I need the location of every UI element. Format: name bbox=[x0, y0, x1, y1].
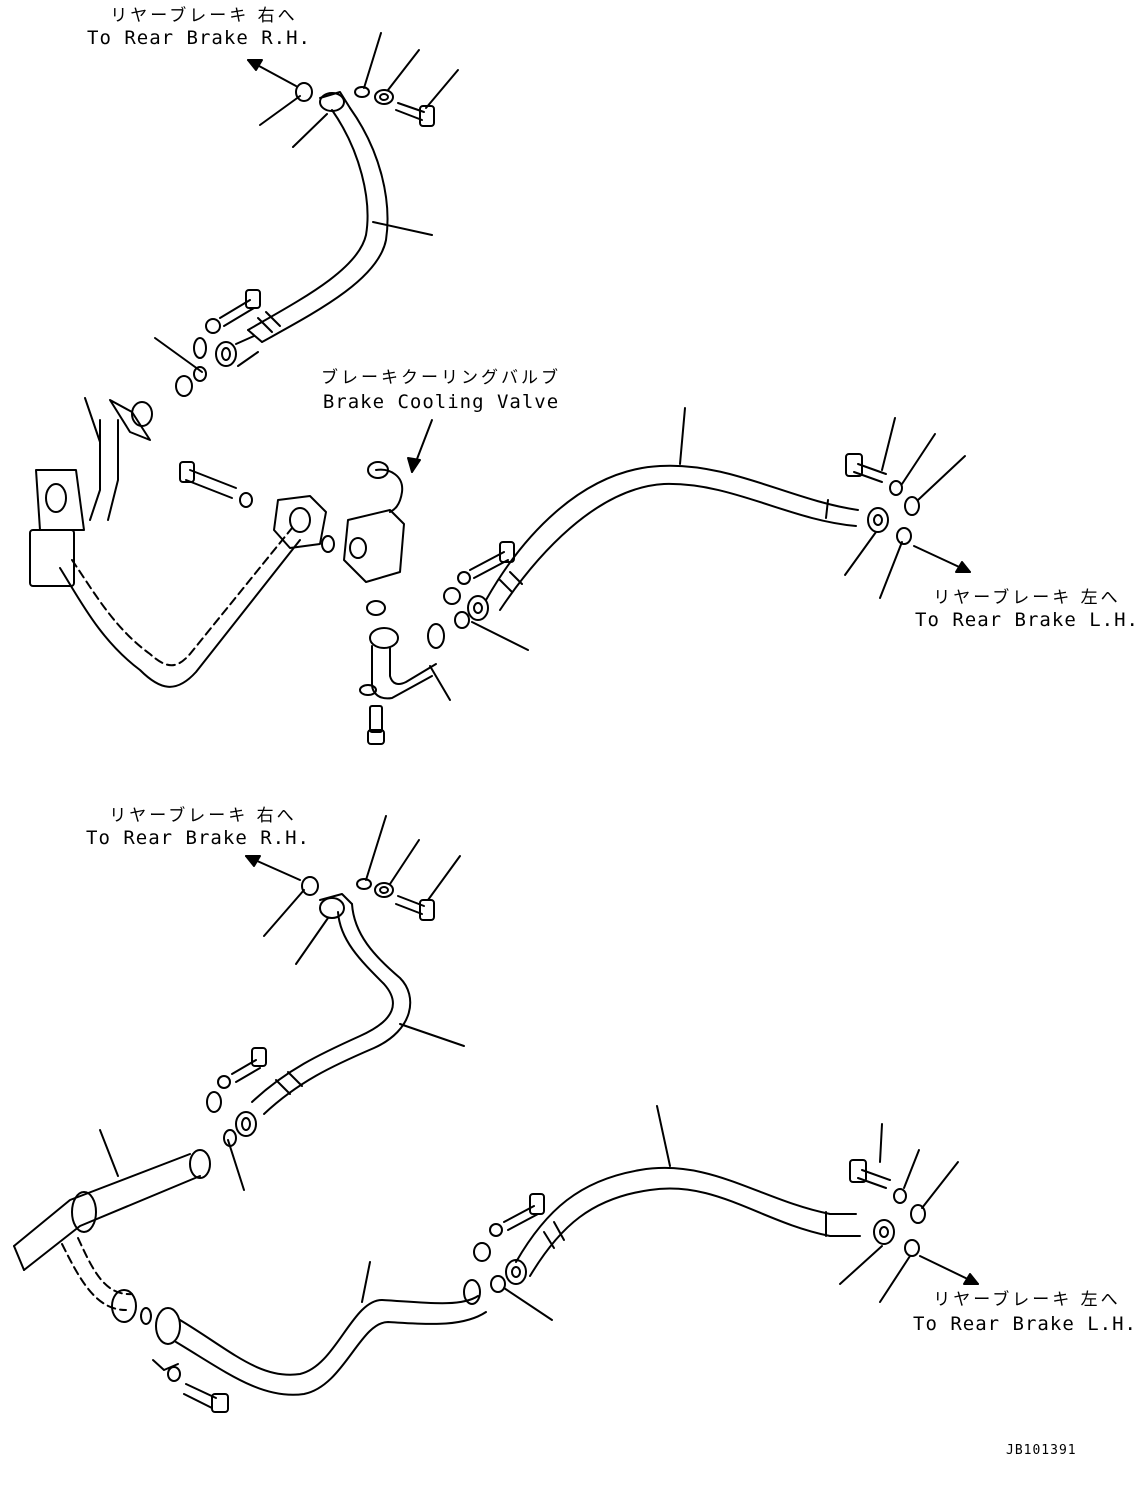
arrow-bottom-rh bbox=[245, 855, 301, 881]
pipe-elbow-under-valve bbox=[359, 623, 445, 745]
flange-fitting-bottom-rh-upper bbox=[301, 876, 435, 921]
label-top-rh-en: To Rear Brake R.H. bbox=[87, 27, 311, 49]
flange-fitting-top-rh-lower bbox=[175, 289, 261, 397]
label-top-rh-jp: リヤーブレーキ 右へ bbox=[110, 6, 298, 26]
pipe-left-bottom bbox=[13, 1149, 487, 1413]
o-ring-top-rh bbox=[295, 82, 313, 102]
drawing-code: JB101391 bbox=[1006, 1443, 1077, 1458]
hose-top-rh bbox=[247, 107, 389, 343]
label-top-lh-en: To Rear Brake L.H. bbox=[915, 609, 1139, 631]
arrow-bottom-lh bbox=[919, 1255, 979, 1285]
pipe-left-top bbox=[29, 399, 301, 688]
brake-cooling-valve bbox=[343, 461, 405, 616]
label-valve-en: Brake Cooling Valve bbox=[322, 391, 560, 413]
leader-lines-top bbox=[84, 32, 966, 701]
flange-fitting-top-lh-right bbox=[845, 453, 920, 545]
label-bottom-lh-jp: リヤーブレーキ 左へ bbox=[933, 1290, 1121, 1310]
leader-lines-bottom bbox=[99, 815, 959, 1371]
label-top-lh-jp: リヤーブレーキ 左へ bbox=[933, 588, 1121, 608]
label-bottom-rh-jp: リヤーブレーキ 右へ bbox=[109, 806, 297, 826]
arrow-top-rh bbox=[247, 59, 297, 87]
flange-fitting-top-lh-left bbox=[443, 541, 515, 629]
hose-bottom-lh bbox=[515, 1166, 861, 1277]
hose-top-lh bbox=[485, 464, 859, 611]
hose-bottom-rh bbox=[251, 903, 412, 1115]
flange-fitting-bottom-lh-right bbox=[849, 1159, 926, 1257]
flange-fitting-bottom-lh-left bbox=[473, 1193, 545, 1293]
label-valve-jp: ブレーキクーリングバルブ bbox=[321, 368, 561, 388]
arrow-valve bbox=[407, 419, 433, 473]
label-bottom-lh-en: To Rear Brake L.H. bbox=[913, 1313, 1137, 1335]
arrow-top-lh bbox=[913, 545, 971, 573]
flange-fitting-top-rh-upper bbox=[319, 86, 435, 127]
flange-fitting-bottom-rh-lower bbox=[206, 1047, 267, 1147]
label-bottom-rh-en: To Rear Brake R.H. bbox=[86, 827, 310, 849]
valve-block-fitting bbox=[179, 461, 335, 553]
